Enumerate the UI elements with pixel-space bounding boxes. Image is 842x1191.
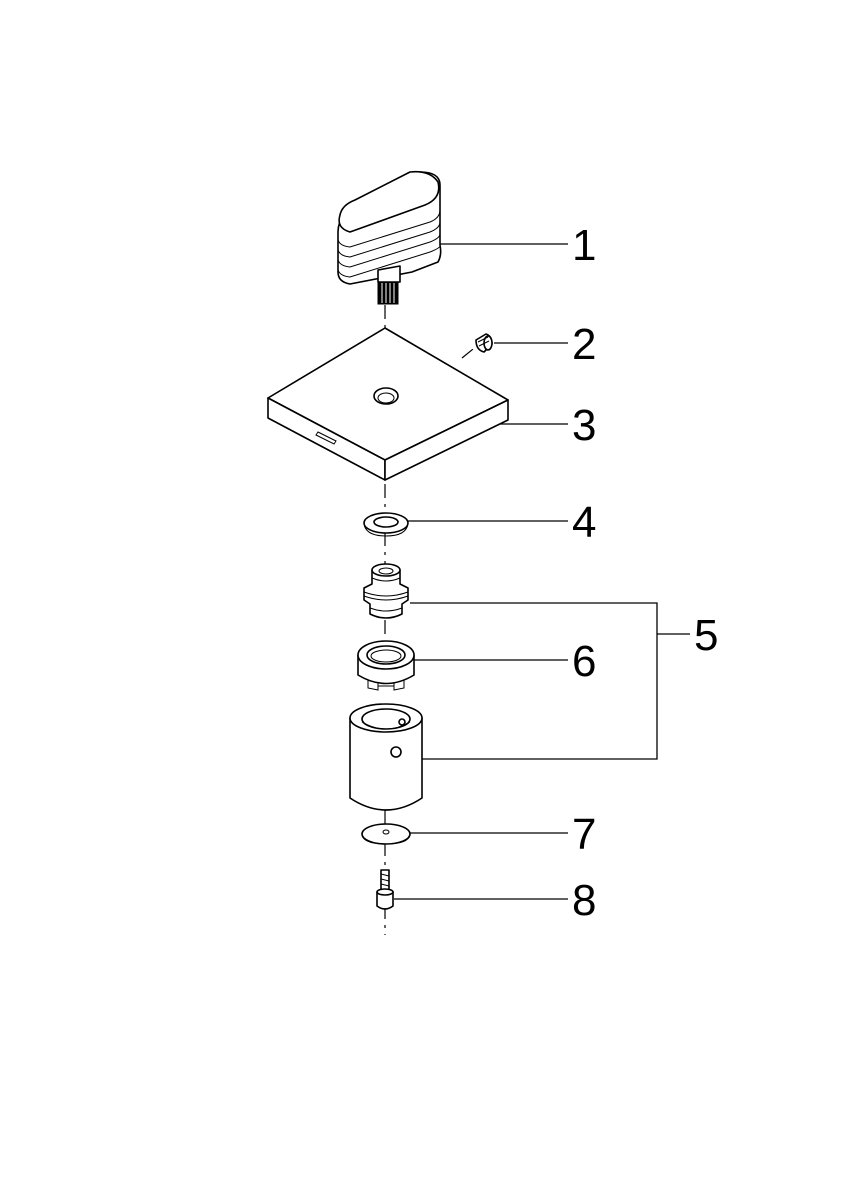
callout-1: 1 — [572, 221, 596, 270]
callout-5: 5 — [694, 611, 718, 660]
leader-line-5 — [410, 602, 658, 760]
threaded-nut-part — [357, 640, 415, 691]
fixing-screw-part — [376, 869, 394, 910]
callout-8: 8 — [572, 876, 596, 925]
callout-2: 2 — [572, 320, 596, 369]
cartridge-spindle-part — [363, 563, 409, 619]
leader-lines — [394, 243, 690, 900]
flat-washer-part — [361, 823, 411, 845]
cylinder-sleeve-part — [349, 703, 423, 811]
callout-6: 6 — [572, 637, 596, 686]
lever-handle-part — [337, 170, 442, 305]
square-rosette-part — [267, 327, 509, 481]
callout-3: 3 — [572, 401, 596, 450]
callout-4: 4 — [572, 498, 596, 547]
callout-7: 7 — [572, 810, 596, 859]
washer-ring-part — [363, 512, 409, 537]
grub-screw-part — [475, 333, 493, 353]
